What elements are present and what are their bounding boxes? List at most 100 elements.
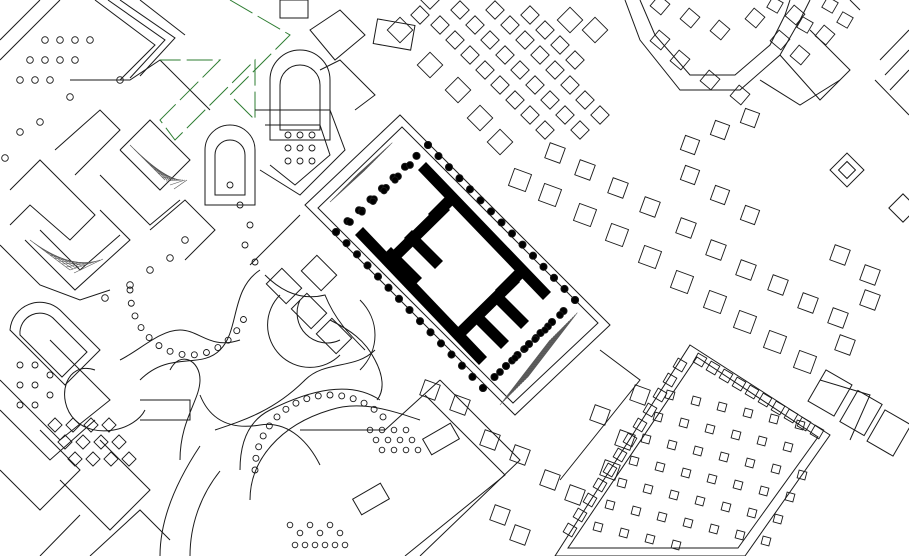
grid-block bbox=[704, 423, 716, 435]
grid-block bbox=[794, 419, 806, 431]
column-dot bbox=[16, 381, 24, 389]
grid-block bbox=[628, 455, 640, 467]
grid-block bbox=[83, 417, 99, 433]
grid-block bbox=[760, 535, 772, 547]
temple-column bbox=[358, 208, 366, 216]
step-line bbox=[527, 312, 578, 378]
building-block bbox=[709, 19, 731, 41]
building-block bbox=[520, 5, 540, 25]
building-block bbox=[590, 105, 610, 125]
column-dot bbox=[251, 466, 259, 474]
hatch-line bbox=[65, 260, 98, 268]
border-block bbox=[662, 372, 678, 388]
temple-column bbox=[518, 240, 527, 249]
building-block bbox=[669, 49, 691, 71]
column-dot bbox=[31, 76, 39, 84]
border-block bbox=[599, 459, 621, 481]
column-dot bbox=[314, 392, 322, 400]
border-block bbox=[770, 400, 786, 416]
temple-column bbox=[331, 227, 341, 237]
building-block bbox=[444, 76, 472, 104]
column-dot bbox=[326, 521, 334, 529]
grid-block bbox=[756, 435, 768, 447]
temple-column bbox=[507, 229, 517, 238]
building-block bbox=[649, 29, 671, 51]
column-dot bbox=[71, 56, 79, 64]
column-dot bbox=[226, 181, 234, 189]
top-center-blocks bbox=[386, 0, 610, 156]
column-dot bbox=[214, 344, 222, 352]
temple-cella-walls bbox=[355, 162, 551, 365]
column-dot bbox=[286, 521, 294, 529]
border-block bbox=[672, 357, 688, 373]
hatch-line bbox=[69, 259, 101, 271]
avenue-square bbox=[739, 107, 761, 129]
column-dot bbox=[296, 529, 304, 537]
temple-column bbox=[549, 273, 559, 282]
building-block bbox=[460, 45, 480, 65]
building-block bbox=[555, 105, 575, 125]
apsidal-buildings bbox=[204, 0, 416, 206]
column-dot bbox=[181, 236, 189, 244]
column-dot bbox=[46, 371, 54, 379]
grid-block bbox=[708, 523, 720, 535]
grid-block bbox=[57, 434, 73, 450]
avenue-square bbox=[739, 204, 761, 226]
step-line bbox=[357, 142, 393, 175]
temple-column bbox=[476, 196, 485, 205]
avenue-square bbox=[732, 309, 758, 335]
column-dot bbox=[308, 157, 316, 165]
avenue-square bbox=[604, 222, 630, 248]
temple-column bbox=[394, 294, 404, 303]
step-line bbox=[520, 318, 572, 385]
column-dot bbox=[402, 426, 410, 434]
grid-block bbox=[690, 395, 702, 407]
border-block bbox=[602, 462, 618, 478]
column-dot bbox=[273, 413, 281, 421]
border-block bbox=[589, 404, 611, 426]
temple-column bbox=[405, 305, 414, 315]
column-dot bbox=[101, 294, 109, 302]
border-block bbox=[612, 447, 628, 463]
border-block bbox=[642, 402, 658, 418]
step-line bbox=[516, 323, 568, 389]
column-dot bbox=[259, 432, 267, 440]
grid-block bbox=[734, 529, 746, 541]
temple-column bbox=[501, 361, 511, 371]
building-block bbox=[581, 16, 609, 44]
avenue-square bbox=[797, 292, 819, 314]
building-block bbox=[466, 104, 494, 132]
column-dot bbox=[56, 36, 64, 44]
column-dot bbox=[390, 446, 398, 454]
temple-column bbox=[560, 284, 569, 293]
building-block bbox=[386, 16, 414, 44]
column-dot bbox=[126, 281, 134, 289]
temple-column bbox=[468, 372, 477, 381]
column-dot bbox=[292, 399, 300, 407]
building-block bbox=[430, 15, 450, 35]
grid-block bbox=[654, 461, 666, 473]
column-dot bbox=[321, 541, 329, 549]
avenue-square bbox=[705, 239, 727, 261]
column-dot bbox=[56, 56, 64, 64]
column-dot bbox=[265, 422, 273, 430]
building-block bbox=[540, 90, 560, 110]
building-block bbox=[510, 60, 530, 80]
temple-column bbox=[531, 335, 539, 343]
border-block bbox=[562, 522, 578, 538]
column-dot bbox=[255, 443, 263, 451]
temple-column bbox=[521, 345, 529, 353]
curved-colonnade-dots bbox=[16, 286, 387, 474]
temple-column bbox=[541, 326, 549, 334]
column-dot bbox=[236, 201, 244, 209]
column-dot bbox=[86, 36, 94, 44]
temple-column bbox=[346, 218, 354, 226]
grid-block bbox=[692, 445, 704, 457]
temple-column bbox=[496, 368, 504, 376]
building-block bbox=[420, 0, 440, 10]
column-dot bbox=[252, 454, 260, 462]
grid-block bbox=[706, 473, 718, 485]
grid-block bbox=[75, 434, 91, 450]
building-block bbox=[445, 30, 465, 50]
